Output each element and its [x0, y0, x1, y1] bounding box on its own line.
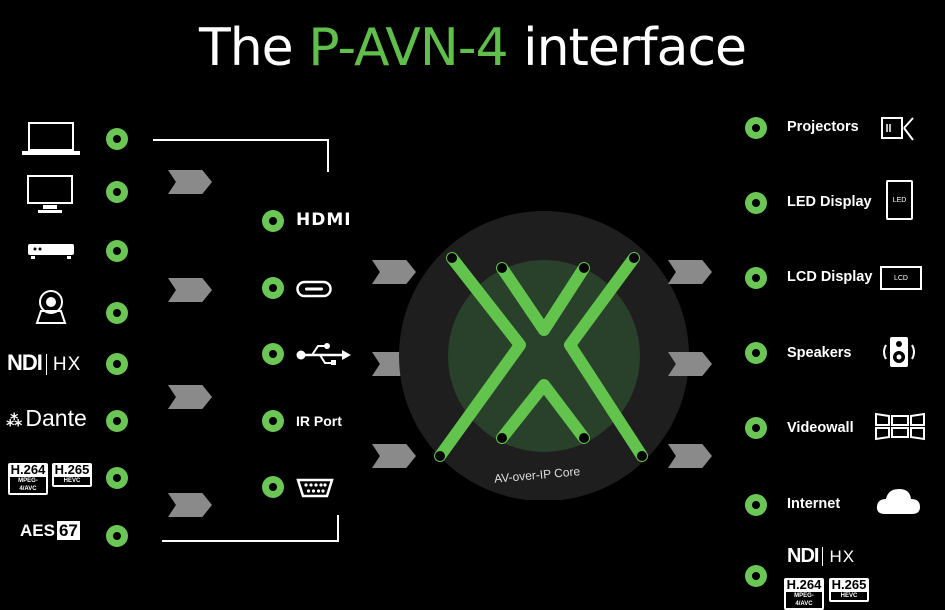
cloud-icon [876, 489, 920, 514]
source-port-dot[interactable] [106, 128, 128, 150]
usb-c-icon [296, 280, 332, 298]
output-label-projectors: Projectors [787, 119, 859, 135]
output-label-speakers: Speakers [787, 345, 852, 361]
source-port-dot[interactable] [106, 467, 128, 489]
ir-port-label: IR Port [296, 413, 342, 429]
projector-icon [881, 117, 914, 141]
serial-port-icon [296, 478, 334, 498]
output-dot-internet[interactable] [745, 494, 767, 516]
output-dot-videowall[interactable] [745, 417, 767, 439]
output-dot-lcd[interactable] [745, 267, 767, 289]
source-port-dot[interactable] [106, 240, 128, 262]
usb-icon [296, 343, 351, 365]
laptop-icon [22, 122, 80, 155]
monitor-icon [27, 175, 73, 213]
led-display-icon: LED [886, 180, 913, 220]
port-dot-ir[interactable] [262, 410, 284, 432]
hdmi-logo: HDMI [296, 210, 352, 230]
source-port-dot[interactable] [106, 181, 128, 203]
source-port-dot[interactable] [106, 302, 128, 324]
av-over-ip-core [399, 211, 689, 500]
output-label-lcd: LCD Display [787, 269, 873, 285]
ptz-camera-icon [35, 290, 67, 324]
output-dot-projectors[interactable] [745, 117, 767, 139]
output-label-videowall: Videowall [787, 420, 854, 436]
output-label-internet: Internet [787, 496, 841, 512]
output-dot-led[interactable] [745, 192, 767, 214]
page-title: The P-AVN-4 interface [198, 18, 747, 78]
output-label-led: LED Display [787, 194, 872, 210]
source-port-dot[interactable] [106, 353, 128, 375]
lcd-display-icon: LCD [880, 266, 922, 290]
port-dot-serial[interactable] [262, 476, 284, 498]
port-dot-hdmi[interactable] [262, 210, 284, 232]
dante-logo: ⁂Dante [6, 405, 87, 431]
source-port-dot[interactable] [106, 525, 128, 547]
port-dot-usb[interactable] [262, 343, 284, 365]
output-dot-speakers[interactable] [745, 342, 767, 364]
source-port-dot[interactable] [106, 410, 128, 432]
port-dot-usb-c[interactable] [262, 277, 284, 299]
product-name: P-AVN-4 [308, 18, 508, 78]
media-player-icon [28, 244, 74, 259]
videowall-icon [875, 412, 925, 441]
speaker-icon [883, 337, 915, 367]
output-dot-streaming[interactable] [745, 565, 767, 587]
